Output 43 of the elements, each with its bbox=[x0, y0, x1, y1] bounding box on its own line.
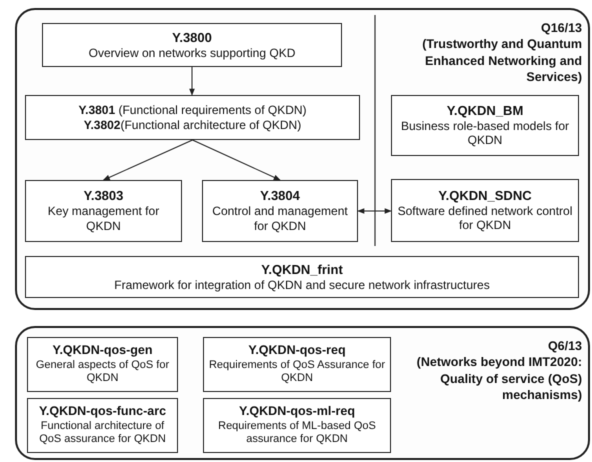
document-title: Overview on networks supporting QKD bbox=[88, 46, 296, 60]
document-box bbox=[391, 179, 579, 242]
document-code: Y.QKDN-qos-gen bbox=[52, 343, 152, 359]
arrow bbox=[192, 140, 281, 180]
arrow bbox=[189, 66, 195, 96]
document-box bbox=[27, 398, 178, 453]
group-code: Q16/13 bbox=[540, 20, 582, 36]
document-title: General aspects of QoS for QKDN bbox=[34, 358, 170, 386]
document-code: Y.3800 bbox=[172, 30, 212, 46]
document-title: Requirements of ML-based QoS assurance for QKDN bbox=[217, 420, 377, 447]
group-code: Q6/13 bbox=[546, 338, 582, 354]
document-title: Software defined network control for QKDN bbox=[396, 204, 574, 234]
document-title: Y.3802(Functional architecture of QKDN) bbox=[84, 118, 302, 132]
document-code: Y.QKDN_BM bbox=[446, 102, 524, 119]
arrow bbox=[357, 208, 392, 214]
document-code: Y.QKDN_SDNC bbox=[438, 188, 532, 204]
document-title: Framework for integration of QKDN and secure network infrastructures bbox=[114, 278, 490, 292]
document-box bbox=[391, 95, 579, 156]
document-title: Requirements of QoS Assurance for QKDN bbox=[208, 358, 386, 386]
document-box bbox=[202, 180, 358, 242]
document-code: Y.QKDN-qos-req bbox=[248, 343, 346, 359]
group-panel bbox=[15, 8, 590, 310]
document-box bbox=[42, 23, 342, 67]
document-code: Y.QKDN_frint bbox=[261, 262, 343, 278]
document-box bbox=[27, 337, 178, 392]
group-title: (Trustworthy and Quantum Enhanced Networking and Services) bbox=[421, 36, 582, 85]
arrow bbox=[102, 140, 193, 180]
document-title: Business role-based models for QKDN bbox=[400, 118, 570, 148]
document-box bbox=[203, 337, 391, 392]
document-title: Control and management for QKDN bbox=[211, 204, 349, 234]
group-panel bbox=[15, 326, 590, 460]
document-code: Y.QKDN-qos-func-arc bbox=[38, 404, 166, 420]
document-code: Y.3804 bbox=[260, 188, 300, 204]
document-title: Key management for QKDN bbox=[46, 204, 160, 234]
document-box bbox=[203, 398, 391, 453]
document-code: Y.3803 bbox=[84, 188, 124, 204]
document-title: Y.3801 (Functional requirements of QKDN) bbox=[78, 102, 307, 118]
document-box bbox=[25, 95, 360, 140]
document-title: Functional architecture of QoS assurance for QKDN bbox=[38, 420, 167, 447]
document-code: Y.QKDN-qos-ml-req bbox=[239, 404, 355, 420]
group-title: (Networks beyond IMT2020: Quality of service (QoS) mechanisms) bbox=[416, 354, 582, 403]
document-box bbox=[25, 256, 579, 298]
document-box bbox=[25, 180, 182, 242]
